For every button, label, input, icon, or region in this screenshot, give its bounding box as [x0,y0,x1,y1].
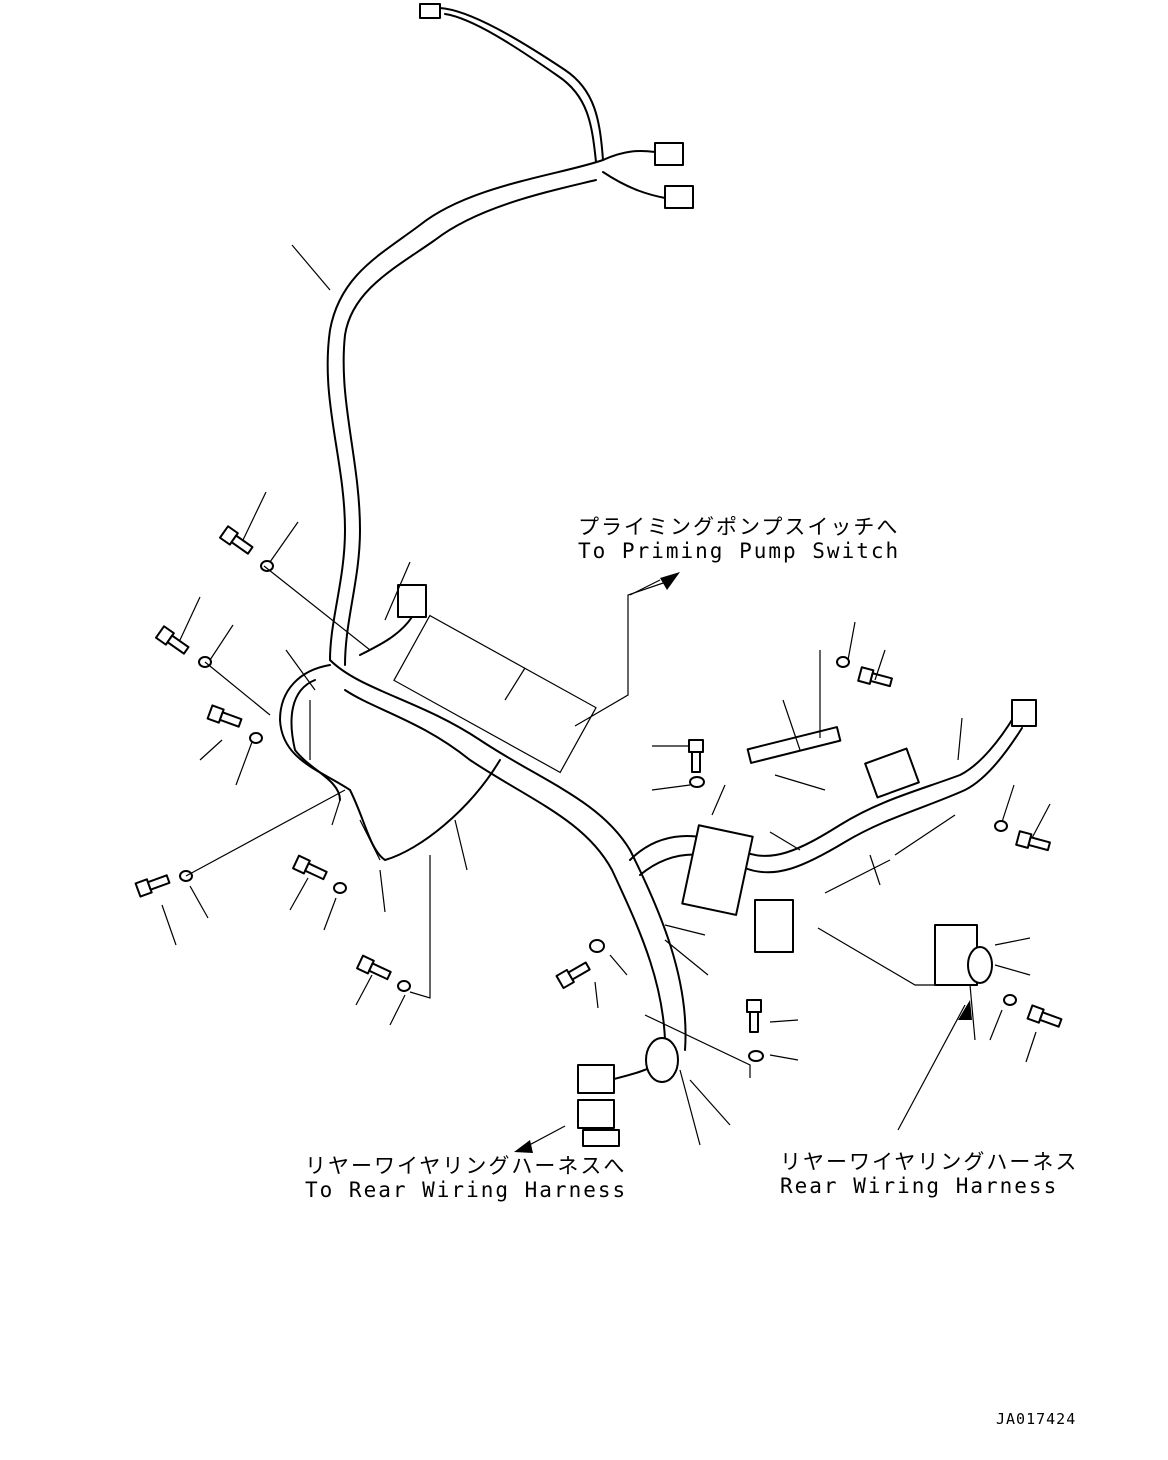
bolt-icon [746,999,762,1033]
connector-right-end [1011,699,1037,727]
leader-lines [161,244,1051,1151]
washer-icon [689,776,705,788]
arrowheads [514,572,972,1153]
bolt-icon [134,874,171,898]
bolt-icon [206,704,243,728]
bolt-icon [154,625,190,655]
rear-harness-clip [934,924,993,1041]
washer-icon [748,1050,764,1062]
bolt-icon [218,525,254,555]
cross-harness [279,584,1037,1147]
connector-top-2 [664,185,694,209]
washer-icon [249,732,263,744]
center-bracket [681,824,754,916]
flat-bracket [746,726,842,764]
bolt-icon [292,854,328,881]
connector-rear-1 [577,1064,615,1094]
washer-icon [333,882,347,894]
connector-right-mid [864,747,920,799]
bolt-icon [688,739,704,773]
label-priming-pump-switch-jp: プライミングポンプスイッチへ [578,515,900,539]
bolt-icon [555,961,591,990]
fasteners [134,525,1063,1062]
label-to-rear-wiring-harness: リヤーワイヤリングハーネスへ To Rear Wiring Harness [305,1154,628,1202]
washer-icon [397,980,411,992]
label-rear-wiring-harness-en: Rear Wiring Harness [780,1174,1059,1198]
bolt-icon [1015,830,1051,852]
label-priming-pump-switch: プライミングポンプスイッチへ To Priming Pump Switch [578,515,901,563]
label-rear-wiring-harness-jp: リヤーワイヤリングハーネス [780,1150,1079,1174]
main-harness-trunk [326,3,694,666]
connector-upper-mid [397,584,427,618]
label-priming-pump-switch-en: To Priming Pump Switch [578,539,901,563]
connector-rear-3 [582,1129,620,1147]
label-rear-wiring-harness: リヤーワイヤリングハーネス Rear Wiring Harness [780,1150,1079,1198]
label-to-rear-wiring-harness-jp: リヤーワイヤリングハーネスへ [305,1154,627,1178]
label-to-rear-wiring-harness-en: To Rear Wiring Harness [305,1178,628,1202]
bolt-icon [1026,1004,1063,1028]
connector-center [754,899,794,953]
connector-top-end [419,3,441,19]
washer-icon [1003,994,1017,1006]
washer-icon [589,939,605,953]
grommet [645,1037,679,1083]
connector-rear-2 [577,1099,615,1129]
protective-loom [393,614,597,774]
washer-icon [260,560,274,572]
washer-icon [994,820,1008,832]
drawing-number: JA017424 [996,1410,1077,1428]
washer-icon [836,656,850,668]
bolt-icon [356,954,392,981]
connector-top-1 [654,142,684,166]
